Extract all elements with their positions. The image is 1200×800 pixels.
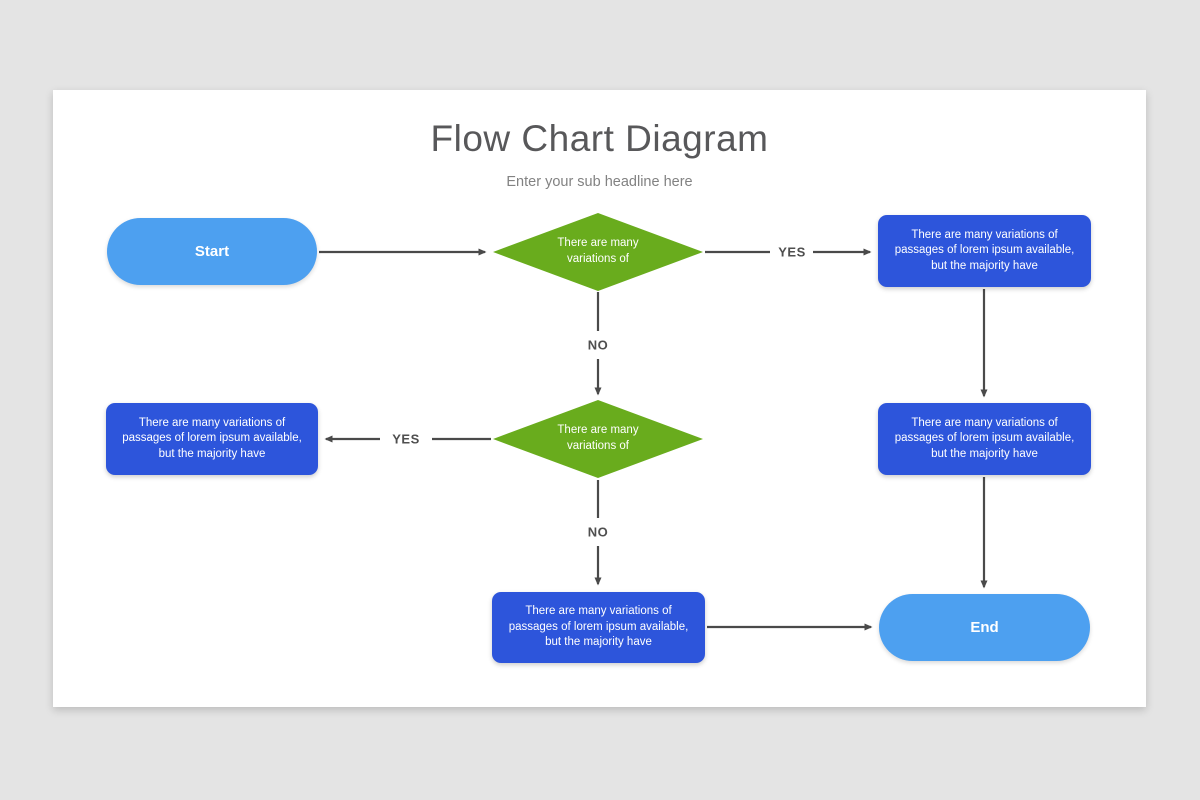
- edge-label-yes-2: YES: [392, 431, 420, 447]
- process-node-top-right: There are many variations of passages of…: [878, 215, 1091, 287]
- edge-label-no-1: NO: [587, 337, 609, 353]
- process-node-bottom-text: There are many variations of passages of…: [508, 605, 689, 649]
- end-node: End: [879, 594, 1090, 661]
- process-node-top-right-text: There are many variations of passages of…: [894, 228, 1075, 272]
- edge-label-no-2: NO: [587, 524, 609, 540]
- end-node-label: End: [970, 619, 999, 636]
- page-title: Flow Chart Diagram: [430, 118, 769, 159]
- process-node-bottom: There are many variations of passages of…: [492, 592, 705, 663]
- process-node-right-mid-text: There are many variations of passages of…: [894, 416, 1075, 460]
- edge-label-yes-1: YES: [778, 244, 806, 260]
- process-node-left-text: There are many variations of passages of…: [122, 416, 302, 460]
- process-node-right-mid: There are many variations of passages of…: [878, 403, 1091, 475]
- start-node: Start: [107, 218, 317, 285]
- page-subtitle: Enter your sub headline here: [506, 174, 693, 190]
- decision-node-1-label: There are many variations of: [557, 237, 639, 265]
- decision-node-2-label: There are many variations of: [557, 424, 639, 452]
- start-node-label: Start: [194, 243, 230, 260]
- process-node-left: There are many variations of passages of…: [106, 403, 318, 475]
